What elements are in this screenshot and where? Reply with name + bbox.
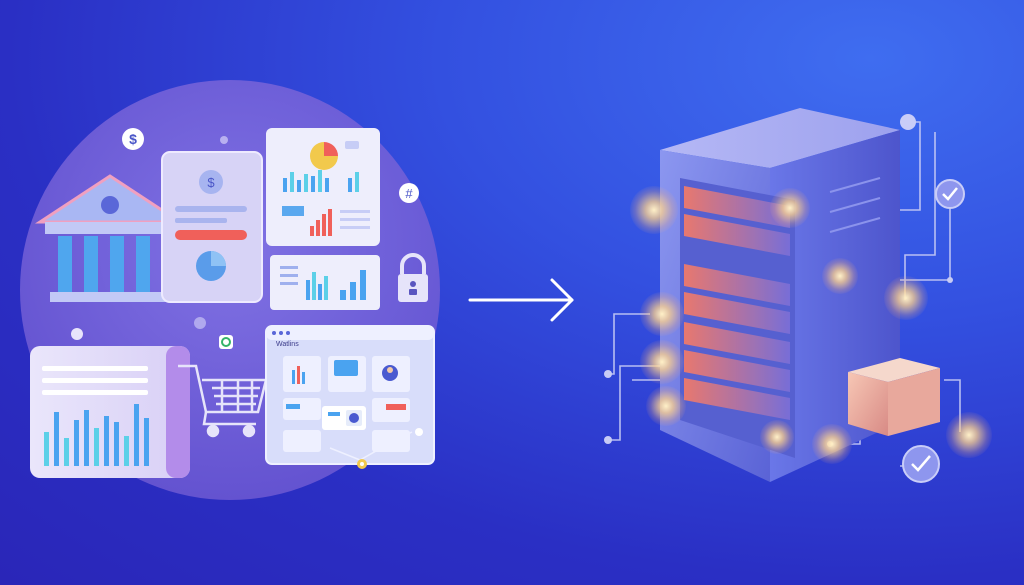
hash-icon: # bbox=[399, 183, 419, 203]
glow-light bbox=[812, 424, 852, 464]
glow-light bbox=[640, 340, 684, 384]
svg-text:$: $ bbox=[207, 175, 215, 190]
chart-panel bbox=[30, 346, 190, 478]
decor-dot bbox=[71, 328, 83, 340]
glow-light bbox=[760, 420, 794, 454]
check-icon bbox=[935, 179, 965, 209]
decor-dot bbox=[194, 317, 206, 329]
dollar-icon: $ bbox=[122, 128, 144, 150]
glow-light bbox=[884, 276, 928, 320]
shield-icon bbox=[900, 114, 916, 130]
report-card-pie bbox=[266, 128, 380, 246]
arrow-right-icon bbox=[468, 278, 574, 322]
glow-light bbox=[770, 188, 810, 228]
shopping-cart-icon bbox=[178, 364, 268, 438]
bank-icon bbox=[34, 174, 186, 302]
glow-light bbox=[630, 186, 678, 234]
web-panel bbox=[265, 325, 435, 465]
check-icon bbox=[902, 445, 940, 483]
decor-dot bbox=[220, 136, 228, 144]
gear-icon bbox=[415, 428, 423, 436]
web-panel-title: Watlins bbox=[276, 341, 299, 348]
recycle-icon bbox=[219, 335, 233, 349]
glow-light bbox=[822, 258, 858, 294]
cube-icon bbox=[848, 358, 940, 436]
glow-light bbox=[946, 412, 992, 458]
glow-light bbox=[640, 292, 684, 336]
lock-icon bbox=[398, 253, 428, 302]
glow-light bbox=[646, 386, 686, 426]
document-card: $ bbox=[161, 151, 263, 303]
report-card-bars bbox=[270, 255, 380, 310]
svg-text:#: # bbox=[405, 186, 413, 201]
svg-text:$: $ bbox=[129, 131, 137, 147]
gear-icon bbox=[357, 459, 367, 469]
